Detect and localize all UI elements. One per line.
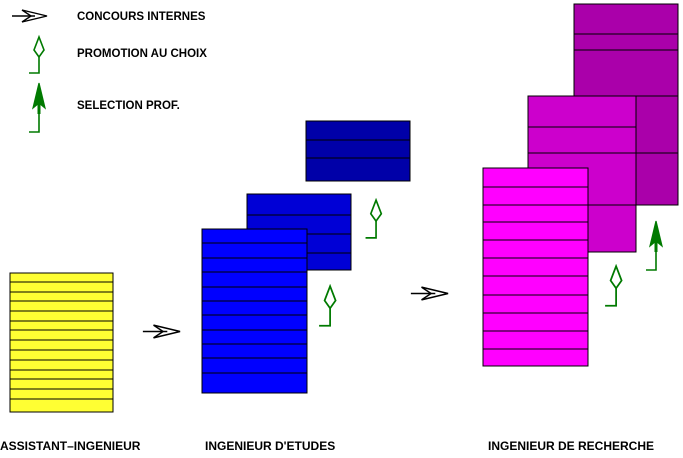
block-assistant: [9, 272, 114, 413]
filled-selection-arrow-icon: [28, 82, 47, 134]
outline-promotion-arrow-icon: [28, 36, 45, 74]
legend-label-selection: SELECTION PROF.: [77, 100, 180, 112]
grade-label-assistant: ASSISTANT–INGENIEUR: [0, 439, 141, 453]
outline-promotion-arrow-icon: [364, 199, 383, 239]
block-etudes-1: [201, 228, 308, 394]
block-assistant-body: [9, 272, 114, 413]
grade-labels: ASSISTANT–INGENIEUR INGENIEUR D'ETUDES I…: [0, 439, 654, 453]
grade-label-etudes: INGENIEUR D'ETUDES: [205, 439, 335, 453]
legend: CONCOURS INTERNES PROMOTION AU CHOIX SEL…: [11, 9, 207, 134]
block-etudes-1-body: [201, 228, 308, 394]
grade-label-recherche: INGENIEUR DE RECHERCHE: [488, 439, 654, 453]
legend-label-concours: CONCOURS INTERNES: [77, 11, 206, 23]
block-recherche-1: [482, 167, 589, 367]
outline-promotion-arrow-icon: [604, 265, 623, 307]
block-etudes-3: [305, 120, 411, 182]
open-arrow-icon: [11, 9, 48, 23]
open-arrow-icon: [409, 285, 450, 302]
block-recherche-1-body: [482, 167, 589, 367]
open-arrow-icon: [142, 324, 181, 339]
outline-promotion-arrow-icon: [318, 285, 337, 327]
filled-selection-arrow-icon: [645, 220, 664, 272]
block-etudes-3-body: [305, 120, 411, 182]
legend-label-promotion: PROMOTION AU CHOIX: [77, 48, 207, 60]
grade-blocks: [9, 3, 679, 413]
